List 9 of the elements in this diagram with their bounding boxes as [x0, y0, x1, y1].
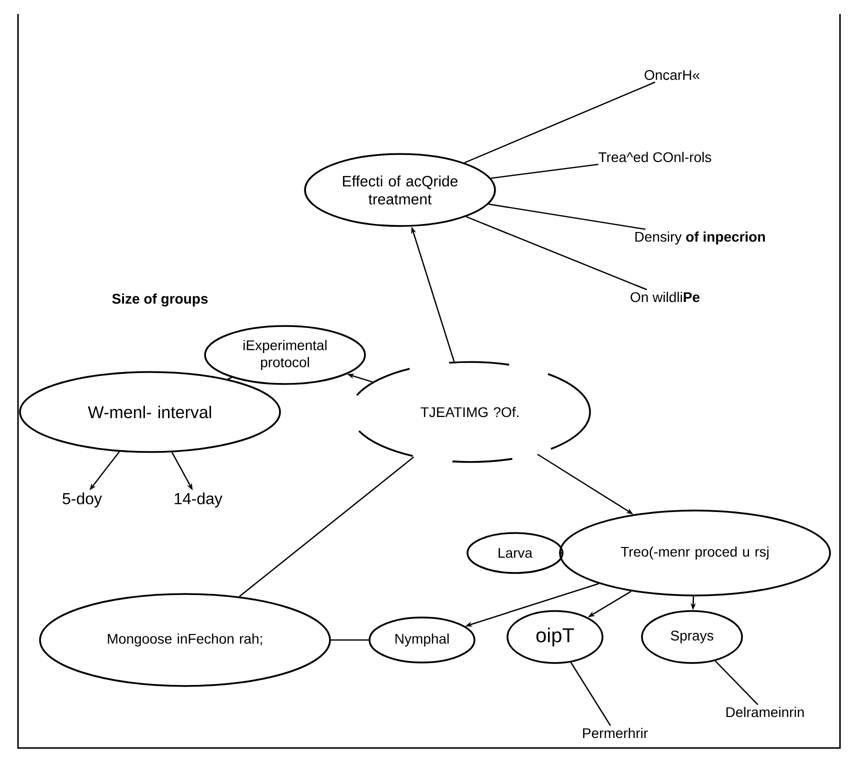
branch-text: OncarH«	[644, 70, 700, 80]
branch-text: 14-day	[174, 492, 222, 508]
branch-text: Densiry of inpecrion	[635, 231, 765, 245]
text-label: Size of groups	[112, 293, 208, 307]
branch-text: 5-doy	[62, 492, 102, 508]
branch-text: Delrameinrin	[726, 706, 804, 718]
branch-text: Trea^ed COnl-rols	[598, 152, 712, 162]
branch-text: Permerhrir	[583, 728, 648, 738]
branch-text: On wildliPe	[630, 292, 700, 302]
